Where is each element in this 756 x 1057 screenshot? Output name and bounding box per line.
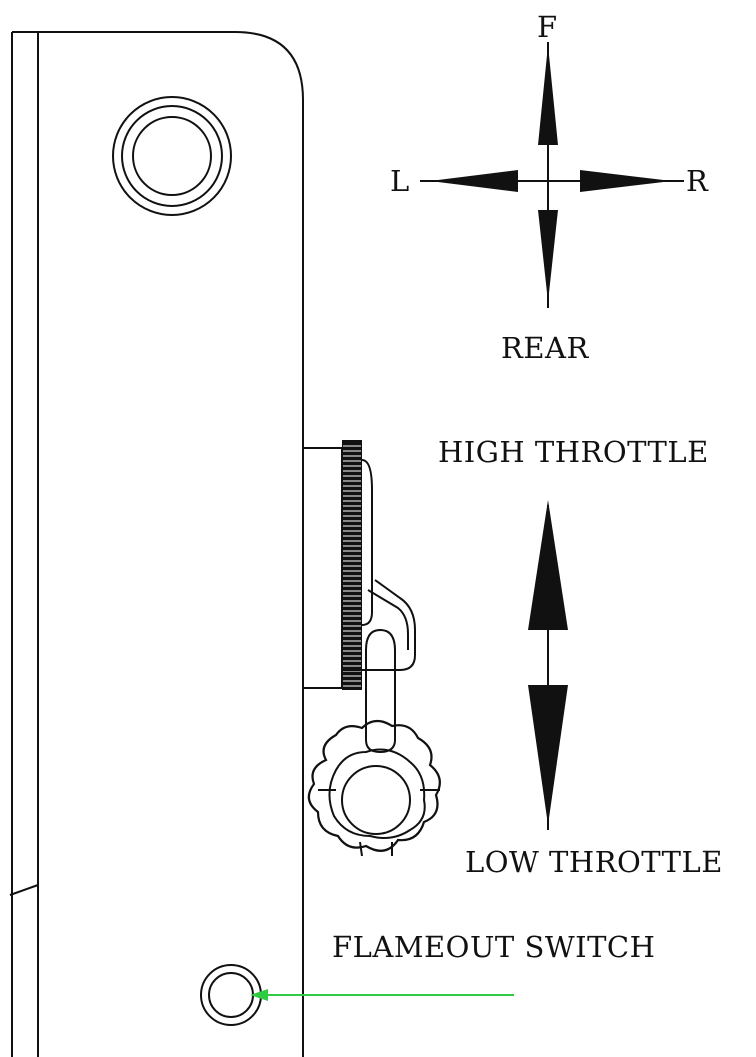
flameout-pointer-arrow-icon bbox=[250, 989, 268, 1001]
throttle-knob-inner bbox=[328, 748, 426, 839]
direction-cross bbox=[420, 42, 684, 308]
label-left: L bbox=[390, 164, 410, 198]
arrow-up-icon bbox=[538, 45, 558, 145]
arrow-down-icon bbox=[538, 210, 558, 302]
throttle-down-arrow-icon bbox=[528, 685, 568, 825]
transmitter-body bbox=[9, 31, 304, 1057]
label-front: F bbox=[537, 10, 558, 44]
mount-middle-ring bbox=[121, 105, 223, 207]
lever-housing bbox=[303, 447, 343, 689]
trim-wheel bbox=[342, 440, 362, 690]
arrow-right-icon bbox=[580, 170, 672, 192]
top-mount bbox=[112, 96, 232, 216]
switch-inner-ring bbox=[208, 972, 254, 1018]
arrow-left-icon bbox=[430, 170, 518, 192]
label-low-throttle: LOW THROTTLE bbox=[465, 845, 723, 879]
throttle-lever-assembly bbox=[303, 440, 441, 857]
knob-ridge bbox=[359, 841, 363, 857]
label-high-throttle: HIGH THROTTLE bbox=[438, 435, 709, 469]
throttle-knob-outer bbox=[307, 719, 441, 852]
flameout-switch bbox=[200, 964, 514, 1026]
lever-bracket bbox=[342, 579, 416, 671]
body-outline bbox=[12, 31, 304, 1057]
mount-inner-ring bbox=[132, 116, 212, 196]
wheel-side-face bbox=[361, 459, 373, 626]
body-seam bbox=[9, 884, 39, 896]
label-rear: REAR bbox=[501, 331, 589, 365]
lever-stem bbox=[365, 628, 396, 754]
label-right: R bbox=[686, 164, 709, 198]
lever-bracket-inner bbox=[367, 589, 409, 650]
label-flameout-switch: FLAMEOUT SWITCH bbox=[332, 930, 655, 964]
throttle-knob-cap bbox=[341, 765, 411, 835]
throttle-arrow bbox=[528, 500, 568, 830]
trim-wheel-ridges bbox=[343, 445, 361, 687]
throttle-up-arrow-icon bbox=[528, 500, 568, 630]
mount-outer-ring bbox=[112, 96, 232, 216]
